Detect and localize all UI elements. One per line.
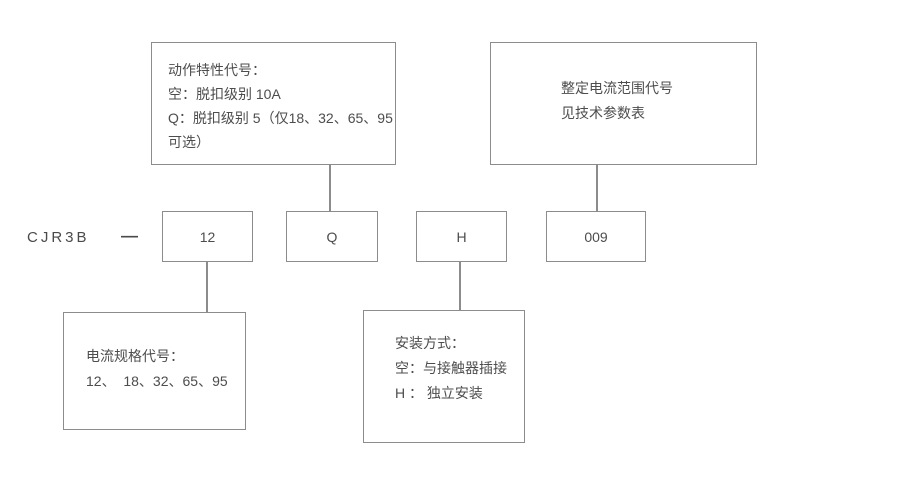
model-prefix-label: CJR3B	[27, 229, 90, 246]
callout-action-line: Q：脱扣级别 5（仅18、32、65、95	[168, 110, 393, 126]
code-box-mounting: H	[416, 211, 507, 262]
callout-action-line: 可选）	[168, 134, 210, 150]
callout-range-line: 见技术参数表	[561, 105, 645, 121]
callout-current-line: 电流规格代号：	[86, 348, 184, 364]
callout-current-line: 12、 18、32、65、95	[86, 373, 228, 389]
callout-action-line: 空：脱扣级别 10A	[168, 86, 281, 102]
callout-mounting-line: 安装方式：	[395, 335, 465, 351]
callout-action-characteristic: 动作特性代号： 空：脱扣级别 10A Q：脱扣级别 5（仅18、32、65、95…	[151, 42, 396, 165]
callout-mounting-mode: 安装方式： 空：与接触器插接 H ： 独立安装	[363, 310, 525, 443]
callout-mounting-line: H ： 独立安装	[395, 385, 483, 401]
code-box-current-spec: 12	[162, 211, 253, 262]
callout-action-line: 动作特性代号：	[168, 62, 266, 78]
code-value: 009	[584, 228, 608, 245]
model-separator-dash: —	[121, 226, 138, 245]
callout-range-line: 整定电流范围代号	[561, 80, 673, 96]
callout-setting-current-range: 整定电流范围代号 见技术参数表	[490, 42, 757, 165]
code-box-setting-current-range: 009	[546, 211, 646, 262]
connector-action-to-q	[329, 165, 331, 211]
code-box-action-characteristic: Q	[286, 211, 378, 262]
code-value: Q	[326, 228, 338, 245]
code-value: 12	[199, 228, 216, 245]
connector-h-to-mounting	[459, 262, 461, 310]
callout-current-spec: 电流规格代号： 12、 18、32、65、95	[63, 312, 246, 430]
code-value: H	[456, 228, 467, 245]
connector-range-to-009	[596, 165, 598, 211]
callout-mounting-line: 空：与接触器插接	[395, 360, 507, 376]
connector-12-to-current-spec	[206, 262, 208, 312]
